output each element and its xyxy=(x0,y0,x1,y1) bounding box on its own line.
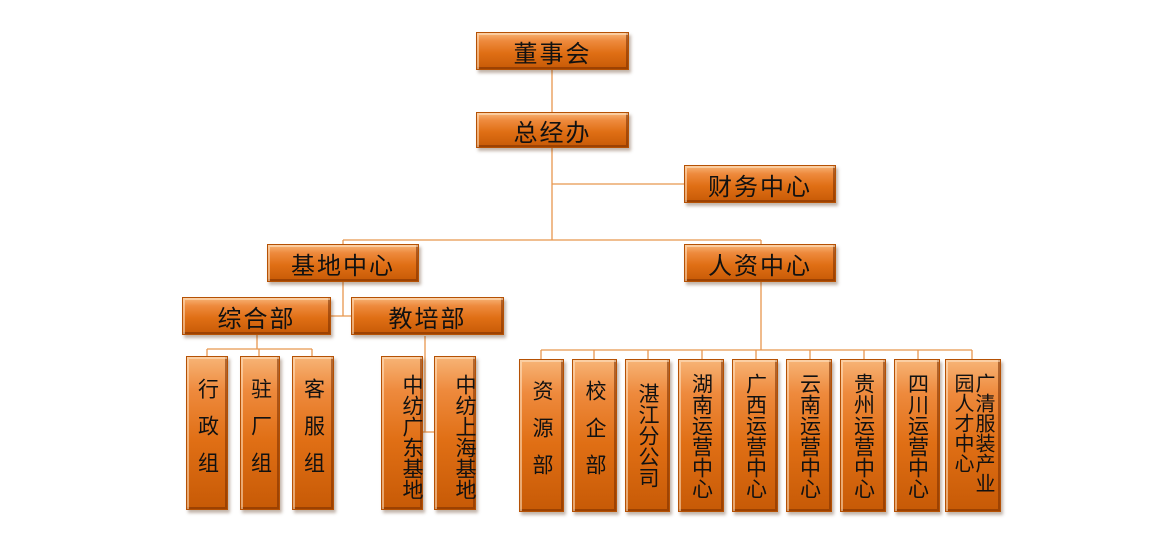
node-guangdong-base: 中纺广东基地 xyxy=(381,356,424,510)
node-label: 行政组 xyxy=(195,377,220,489)
node-resource-dept: 资源部 xyxy=(519,359,564,512)
node-label: 基地中心 xyxy=(291,251,395,280)
node-training-dept: 教培部 xyxy=(351,297,504,335)
node-label: 驻厂组 xyxy=(248,377,273,489)
node-label: 总经办 xyxy=(513,118,592,147)
node-onsite-group: 驻厂组 xyxy=(240,356,280,510)
node-label: 四川运营中心 xyxy=(905,372,930,499)
node-board: 董事会 xyxy=(476,32,629,70)
node-label: 中纺广东基地 xyxy=(400,374,424,500)
node-label: 中纺上海基地 xyxy=(453,374,477,500)
node-guizhou-ops: 贵州运营中心 xyxy=(840,359,886,512)
node-label: 广清服装产业园人才中心 xyxy=(951,372,996,493)
node-label: 董事会 xyxy=(513,39,592,68)
node-label: 湛江分公司 xyxy=(636,383,660,488)
node-gm-office: 总经办 xyxy=(476,112,629,148)
node-label: 贵州运营中心 xyxy=(851,372,876,499)
node-guangxi-ops: 广西运营中心 xyxy=(732,359,778,512)
node-label: 客服组 xyxy=(301,377,326,489)
node-sichuan-ops: 四川运营中心 xyxy=(894,359,940,512)
node-admin-group: 行政组 xyxy=(186,356,228,510)
node-hunan-ops: 湖南运营中心 xyxy=(678,359,724,512)
node-label: 人资中心 xyxy=(708,251,812,280)
node-label: 财务中心 xyxy=(708,172,812,201)
node-general-dept: 综合部 xyxy=(182,297,331,335)
node-label: 湖南运营中心 xyxy=(689,372,714,499)
node-label: 校企部 xyxy=(583,380,607,491)
node-yunnan-ops: 云南运营中心 xyxy=(786,359,832,512)
node-base-center: 基地中心 xyxy=(267,244,419,282)
node-zhanjiang-branch: 湛江分公司 xyxy=(625,359,670,512)
node-label: 广西运营中心 xyxy=(743,372,768,499)
node-service-group: 客服组 xyxy=(292,356,334,510)
node-qingyuan-talent: 广清服装产业园人才中心 xyxy=(945,359,1001,512)
node-label: 综合部 xyxy=(217,304,296,333)
node-shanghai-base: 中纺上海基地 xyxy=(434,356,477,510)
node-label: 资源部 xyxy=(530,380,554,491)
node-hr-center: 人资中心 xyxy=(684,244,836,282)
node-finance: 财务中心 xyxy=(684,165,836,203)
node-label: 云南运营中心 xyxy=(797,372,822,499)
node-label: 教培部 xyxy=(388,304,467,333)
node-school-dept: 校企部 xyxy=(572,359,617,512)
